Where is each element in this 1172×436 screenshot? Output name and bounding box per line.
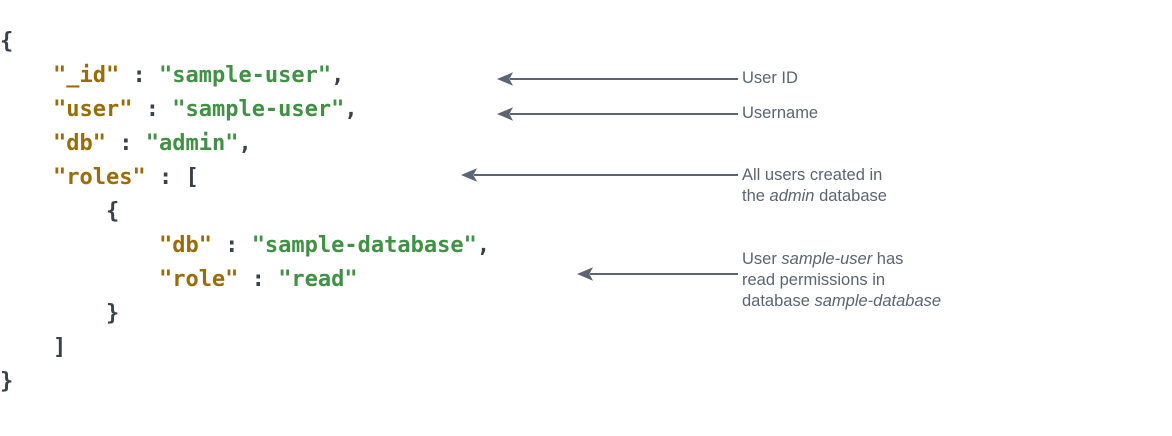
json-punctuation: , <box>238 131 252 156</box>
code-indent <box>0 63 53 88</box>
json-punctuation: : [ <box>145 165 199 190</box>
code-line: "roles" : [ <box>0 161 720 195</box>
json-value: "sample-user" <box>172 97 345 122</box>
code-indent <box>0 199 106 224</box>
json-punctuation: : <box>132 97 173 122</box>
code-line: "role" : "read" <box>0 263 720 297</box>
code-indent <box>0 335 53 360</box>
json-code-block: { "_id" : "sample-user", "user" : "sampl… <box>0 25 720 399</box>
json-punctuation: , <box>476 233 491 258</box>
code-line: } <box>0 297 720 331</box>
code-line: { <box>0 195 720 229</box>
code-indent <box>0 233 159 258</box>
json-punctuation: : <box>119 63 159 88</box>
json-punctuation: , <box>344 97 358 122</box>
code-line: { <box>0 25 720 59</box>
json-key: "role" <box>158 267 239 292</box>
json-key: "db" <box>158 233 212 258</box>
json-punctuation: : <box>211 233 252 258</box>
json-punctuation: : <box>105 131 146 156</box>
json-key: "user" <box>52 97 133 122</box>
json-punctuation: , <box>331 63 345 88</box>
code-indent <box>0 267 159 292</box>
json-punctuation: } <box>105 301 120 326</box>
json-punctuation: } <box>0 369 14 394</box>
json-value: "read" <box>278 267 358 292</box>
json-punctuation: : <box>238 267 279 292</box>
json-value: "sample-database" <box>251 233 477 258</box>
json-value: "sample-user" <box>158 63 332 88</box>
json-key: "_id" <box>52 63 120 88</box>
annotation-user-id: User ID <box>742 69 798 87</box>
json-key: "db" <box>52 131 106 156</box>
json-key: "roles" <box>52 165 146 190</box>
code-indent <box>0 131 53 156</box>
annotation-username: Username <box>742 104 819 122</box>
code-indent <box>0 165 53 190</box>
code-line: "db" : "admin", <box>0 127 720 161</box>
json-value: "admin" <box>145 131 239 156</box>
code-line: "db" : "sample-database", <box>0 229 720 263</box>
json-punctuation: ] <box>52 335 67 360</box>
code-indent <box>0 301 106 326</box>
code-line: "_id" : "sample-user", <box>0 59 720 93</box>
code-line: ] <box>0 331 720 365</box>
json-punctuation: { <box>0 29 14 54</box>
code-line: } <box>0 365 720 399</box>
code-line: "user" : "sample-user", <box>0 93 720 127</box>
code-indent <box>0 97 53 122</box>
json-punctuation: { <box>105 199 120 224</box>
